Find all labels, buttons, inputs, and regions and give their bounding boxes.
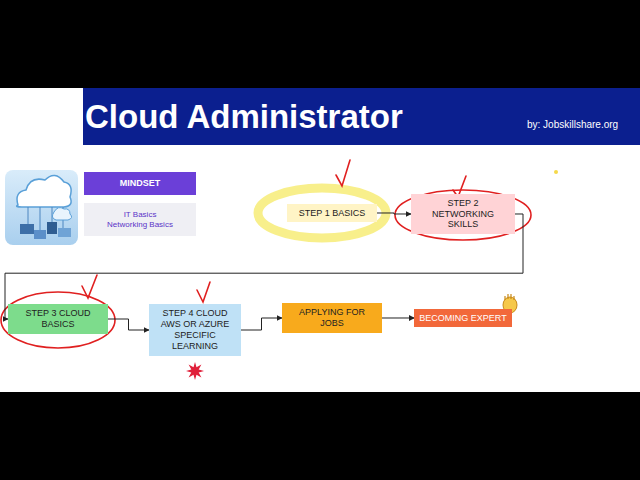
step-box: STEP 2 NETWORKING SKILLS bbox=[411, 194, 515, 234]
step-box: BECOMING EXPERT bbox=[414, 309, 511, 328]
black-bar bbox=[0, 0, 640, 88]
node-text: APPLYING FOR JOBS bbox=[287, 307, 377, 329]
node-text: STEP 2 NETWORKING SKILLS bbox=[416, 198, 510, 230]
node-text: STEP 1 BASICS bbox=[299, 208, 365, 219]
node-text: STEP 4 CLOUD AWS OR AZURE SPECIFIC LEARN… bbox=[154, 308, 236, 351]
source-label: by: Jobskillshare.org bbox=[527, 119, 618, 130]
node-text: Networking Basics bbox=[107, 220, 173, 230]
step-box: APPLYING FOR JOBS bbox=[282, 303, 382, 333]
black-bar bbox=[0, 392, 640, 480]
flow-arrow bbox=[108, 319, 149, 330]
step-box: STEP 1 BASICS bbox=[287, 204, 377, 223]
hand-annotations bbox=[1, 160, 531, 348]
node-text: BECOMING EXPERT bbox=[419, 313, 506, 324]
mindset-box: MINDSET bbox=[84, 172, 196, 195]
flow-arrow bbox=[382, 317, 414, 318]
star-mark bbox=[186, 362, 204, 380]
title: Cloud Administrator bbox=[85, 98, 403, 136]
flow-arrow bbox=[377, 213, 411, 214]
dot-mark bbox=[554, 170, 558, 174]
highlight-mark bbox=[258, 188, 386, 238]
flow-arrow bbox=[241, 318, 282, 330]
topic-box: IT BasicsNetworking Basics bbox=[84, 203, 196, 236]
cloud-illustration bbox=[5, 170, 78, 245]
node-text: STEP 3 CLOUD BASICS bbox=[13, 308, 103, 330]
node-text: IT Basics bbox=[124, 210, 157, 220]
step-box: STEP 3 CLOUD BASICS bbox=[8, 304, 108, 334]
step-box: STEP 4 CLOUD AWS OR AZURE SPECIFIC LEARN… bbox=[149, 304, 241, 355]
title-bar: Cloud Administrator bbox=[83, 88, 640, 145]
node-text: MINDSET bbox=[120, 178, 161, 189]
